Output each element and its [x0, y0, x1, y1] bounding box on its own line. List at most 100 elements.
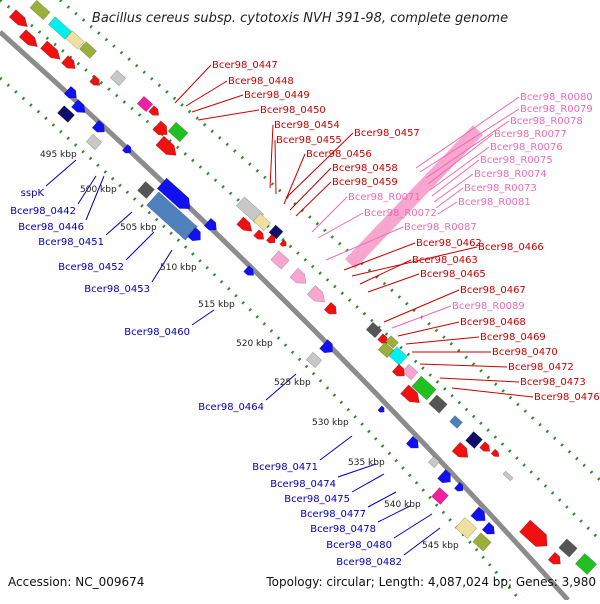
gene-feature [265, 233, 276, 244]
gene-feature [121, 143, 132, 154]
gene-feature [146, 191, 198, 241]
gene-feature [306, 285, 326, 303]
gene-features [8, 0, 598, 575]
callout-line [427, 133, 494, 185]
gene-feature [481, 521, 495, 535]
gene-feature [470, 506, 486, 522]
callout-line [289, 167, 332, 211]
gene-label: sspK [21, 188, 45, 199]
gene-label: Bcer98_R0089 [452, 301, 525, 312]
gene-label: Bcer98_0452 [58, 262, 124, 273]
gene-label: Bcer98_0460 [124, 327, 190, 338]
gene-feature [411, 375, 437, 401]
callout-line [377, 505, 411, 523]
gene-feature [243, 265, 255, 276]
callout-line [197, 109, 260, 121]
callout-line [285, 132, 354, 199]
kbp-label: 545 kbp [422, 541, 459, 551]
gene-label: Bcer98_0448 [228, 76, 294, 87]
gene-feature [519, 519, 548, 547]
gene-label: Bcer98_0465 [420, 269, 486, 280]
gene-feature [253, 229, 265, 240]
gene-feature [8, 9, 28, 28]
gene-feature [305, 351, 323, 369]
gene-feature [391, 363, 405, 377]
callout-line [439, 377, 520, 383]
gene-feature [490, 448, 500, 457]
callout-line [337, 463, 377, 478]
gene-feature [472, 532, 492, 552]
gene-feature [148, 105, 160, 116]
gene-feature [61, 55, 76, 70]
tick-ring-3 [59, 0, 600, 482]
gene-feature [451, 441, 469, 458]
gene-feature [400, 384, 420, 404]
gene-feature [365, 321, 383, 339]
callout-line [429, 146, 490, 191]
gene-label: Bcer98_0446 [18, 222, 84, 233]
gene-label: Bcer98_R0079 [520, 104, 593, 115]
kbp-label: 505 kbp [120, 223, 157, 233]
callout-line [77, 175, 97, 205]
gene-feature [558, 538, 578, 558]
gene-feature [63, 85, 77, 99]
gene-label: Bcer98_R0077 [494, 129, 567, 140]
callout-line [425, 120, 510, 179]
gene-label: Bcer98_0473 [520, 377, 586, 388]
gene-feature [236, 216, 253, 232]
gene-label: Bcer98_R0080 [520, 92, 593, 103]
gene-label: Bcer98_0474 [270, 479, 336, 490]
gene-feature [270, 250, 290, 270]
gene-label: Bcer98_R0072 [364, 208, 437, 219]
gene-label: Bcer98_0470 [492, 347, 558, 358]
gene-label: Bcer98_0469 [480, 332, 546, 343]
callout-line [419, 363, 508, 368]
gene-feature [428, 394, 448, 414]
gene-feature [136, 95, 154, 113]
callout-line [397, 321, 460, 337]
gene-label: Bcer98_0462 [416, 238, 482, 249]
kbp-label: 530 kbp [312, 418, 349, 428]
gene-label: Bcer98_R0076 [490, 142, 563, 153]
gene-feature [502, 470, 514, 482]
gene-feature [156, 177, 191, 210]
callout-line [191, 94, 244, 113]
callout-line [317, 212, 364, 239]
callout-line [351, 246, 478, 277]
gene-feature [377, 341, 395, 359]
gene-feature [479, 441, 491, 452]
gene-label: Bcer98_0478 [310, 524, 376, 535]
kbp-label: 525 kbp [274, 378, 311, 388]
gene-label: Bcer98_R0081 [458, 197, 531, 208]
callout-line [174, 64, 212, 104]
rrna-operon-feature [344, 125, 484, 269]
gene-feature [187, 227, 201, 242]
callout-line [383, 289, 460, 323]
callout-line [403, 527, 441, 556]
kbp-label: 495 kbp [40, 150, 77, 160]
gene-feature [437, 469, 451, 484]
gene-feature [152, 120, 168, 136]
callout-line [319, 435, 353, 461]
gene-feature [137, 181, 155, 199]
gene-label: Bcer98_R0075 [480, 155, 553, 166]
callout-line [451, 387, 534, 398]
accession-text: Accession: NC_009674 [8, 575, 144, 589]
gene-feature [40, 40, 61, 60]
gene-feature [79, 41, 97, 59]
gene-feature [155, 135, 177, 156]
gene-label: Bcer98_0453 [84, 284, 150, 295]
genome-backbone [0, 30, 570, 602]
gene-label: Bcer98_0464 [198, 402, 264, 413]
kbp-label: 540 kbp [384, 500, 421, 510]
gene-feature [57, 105, 75, 123]
gene-feature [71, 99, 86, 114]
callout-line [393, 513, 433, 539]
gene-feature [289, 267, 307, 284]
gene-label: Bcer98_R0073 [464, 183, 537, 194]
gene-feature [109, 69, 127, 87]
